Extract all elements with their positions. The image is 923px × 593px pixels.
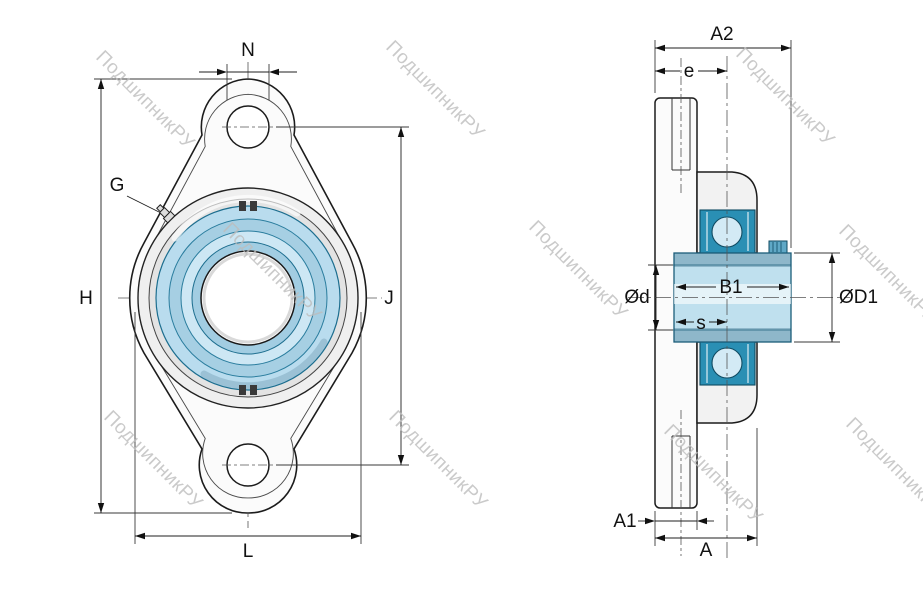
arrowhead <box>652 265 660 275</box>
ring-shade <box>200 338 328 390</box>
arrowhead <box>269 68 279 76</box>
arrowhead <box>697 517 707 525</box>
grease-fitting-tip <box>156 204 165 213</box>
watermark-text: ПодшипникРУ <box>841 414 923 521</box>
dim-label-A1: A1 <box>613 511 636 532</box>
dim-label-G: G <box>110 175 125 196</box>
dim-J: J <box>276 126 409 466</box>
dim-G: G <box>110 175 160 213</box>
seal-notch <box>239 201 246 211</box>
dim-label-OD1: ØD1 <box>839 287 878 308</box>
arrowhead <box>97 79 105 89</box>
arrowhead <box>655 44 665 52</box>
front-view: N G H J <box>79 40 409 562</box>
arrowhead <box>652 320 660 330</box>
sleeve-shade-bottom <box>674 328 791 342</box>
dim-OD1: ØD1 <box>794 252 878 343</box>
dim-label-N: N <box>241 40 255 61</box>
arrowhead <box>397 127 405 137</box>
seal-notch <box>250 385 257 395</box>
arrowhead <box>135 532 145 540</box>
dim-label-e: e <box>684 61 695 82</box>
sleeve-highlight <box>674 284 791 304</box>
dim-e: e <box>655 61 727 82</box>
watermark-text: ПодшипникРУ <box>524 217 631 324</box>
setscrew <box>768 240 788 254</box>
side-view: A2 e Ød B1 <box>613 24 878 561</box>
arrowhead <box>779 283 789 291</box>
dim-label-A2: A2 <box>710 24 733 45</box>
arrowhead <box>781 44 791 52</box>
seal-notch <box>239 385 246 395</box>
arrowhead <box>397 455 405 465</box>
dim-A1: A1 <box>613 511 714 546</box>
dim-B1: B1 <box>676 277 789 298</box>
arrowhead <box>351 532 361 540</box>
dim-A: A <box>655 428 758 561</box>
arrowhead <box>747 534 757 542</box>
dim-H: H <box>79 78 232 514</box>
leader-line <box>126 195 160 213</box>
dim-label-B1: B1 <box>719 277 742 298</box>
arrowhead <box>828 253 836 263</box>
dim-label-A: A <box>700 540 713 561</box>
watermark-text: ПодшипникРУ <box>381 37 488 144</box>
arrowhead <box>717 318 727 326</box>
dim-label-s: s <box>696 313 706 334</box>
dim-Od: Ød <box>624 264 673 331</box>
dim-A2: A2 <box>654 24 792 248</box>
dim-s: s <box>676 313 727 334</box>
dim-label-L: L <box>243 541 254 562</box>
dim-L: L <box>134 312 362 562</box>
grease-fitting <box>156 204 176 224</box>
dim-label-Od: Ød <box>624 287 649 308</box>
dim-label-H: H <box>79 288 93 309</box>
watermark-text: ПодшипникРУ <box>834 221 923 328</box>
ring-highlight <box>171 194 301 242</box>
arrowhead <box>97 503 105 513</box>
watermark-text: ПодшипникРУ <box>731 44 838 151</box>
arrowhead <box>217 68 227 76</box>
bore-shadow <box>202 252 294 344</box>
arrowhead <box>655 534 665 542</box>
watermark-text: ПодшипникРУ <box>91 47 198 154</box>
bearing-bore <box>200 250 296 346</box>
arrowhead <box>676 283 686 291</box>
arrowhead <box>717 67 727 75</box>
sleeve-shade-top <box>674 253 791 267</box>
dim-label-J: J <box>384 288 394 309</box>
arrowhead <box>655 67 665 75</box>
arrowhead <box>828 332 836 342</box>
dim-N: N <box>199 40 297 100</box>
arrowhead <box>676 318 686 326</box>
seal-notch <box>250 201 257 211</box>
arrowhead <box>645 517 655 525</box>
